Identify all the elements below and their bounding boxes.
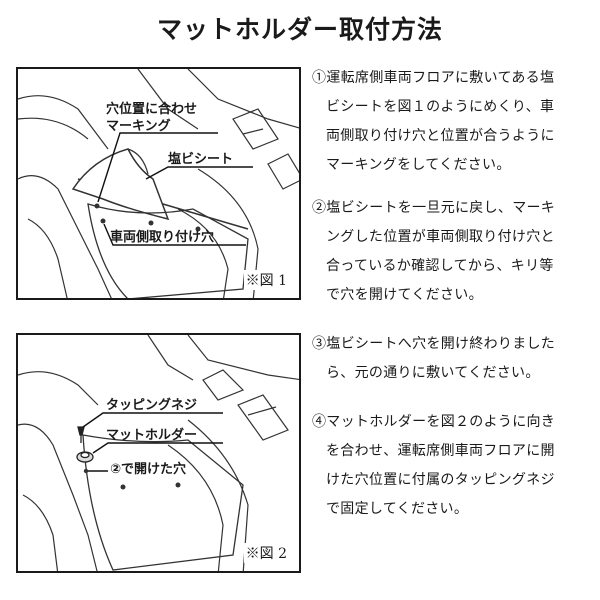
step-2-line-2: ングした位置が車両側取り付け穴と	[326, 229, 555, 245]
figure-2-illustration: タッピングネジ マットホルダー ②で開けた穴 ※図 2	[16, 333, 301, 573]
page-title: マットホルダー取付方法	[156, 15, 443, 44]
step-4-line-2: を合わせ、運転席側車両フロアに開	[326, 443, 555, 459]
floor-line-drawing-2	[18, 335, 299, 571]
callout-tapping-screw: タッピングネジ	[106, 398, 198, 413]
step-3-line-1: ③塩ビシートへ穴を開け終わりました	[312, 336, 556, 352]
step-1-line-4: マーキングをしてください。	[326, 157, 511, 173]
callout-drilled-hole: ②で開けた穴	[110, 462, 187, 477]
figure-1-illustration: 穴位置に合わせ マーキング 塩ビシート 車両側取り付け穴 ※図 1	[16, 67, 301, 300]
figure-1-caption: ※図 1	[243, 270, 289, 290]
step-1-line-3: 両側取り付け穴と位置が合うように	[326, 128, 555, 144]
instruction-step-1: ①運転席側車両フロアに敷いてある塩 ビシートを図１のようにめくり、車 両側取り付…	[312, 64, 590, 180]
step-2-line-1: ②塩ビシートを一旦元に戻し、マーキ	[312, 200, 556, 216]
step-4-line-4: で固定してください。	[326, 501, 469, 517]
callout-vehicle-mounting-hole: 車両側取り付け穴	[110, 230, 215, 245]
step-2-line-4: で穴を開けてください。	[326, 287, 483, 303]
step-4-line-1: ④マットホルダーを図２のように向き	[312, 414, 556, 430]
callout-align-line-1: 穴位置に合わせ	[106, 102, 198, 117]
step-1-line-2: ビシートを図１のようにめくり、車	[326, 99, 555, 115]
callout-align-line-2: マーキング	[106, 119, 171, 134]
step-4-line-3: けた穴位置に付属のタッピングネジ	[326, 472, 555, 488]
step-1-line-1: ①運転席側車両フロアに敷いてある塩	[312, 70, 555, 86]
callout-align-marking: 穴位置に合わせ マーキング	[106, 101, 197, 135]
floor-line-drawing-1	[18, 69, 299, 298]
callout-mat-holder: マットホルダー	[106, 428, 198, 443]
step-3-line-2: ら、元の通りに敷いてください。	[326, 365, 540, 381]
instruction-step-2: ②塩ビシートを一旦元に戻し、マーキ ングした位置が車両側取り付け穴と 合っている…	[312, 194, 590, 310]
figure-2-caption: ※図 2	[243, 543, 289, 563]
step-2-line-3: 合っているか確認してから、キリ等	[326, 258, 554, 274]
callout-vinyl-sheet: 塩ビシート	[168, 152, 234, 167]
instruction-step-4: ④マットホルダーを図２のように向き を合わせ、運転席側車両フロアに開 けた穴位置…	[312, 408, 590, 524]
instruction-step-3: ③塩ビシートへ穴を開け終わりました ら、元の通りに敷いてください。	[312, 330, 590, 388]
